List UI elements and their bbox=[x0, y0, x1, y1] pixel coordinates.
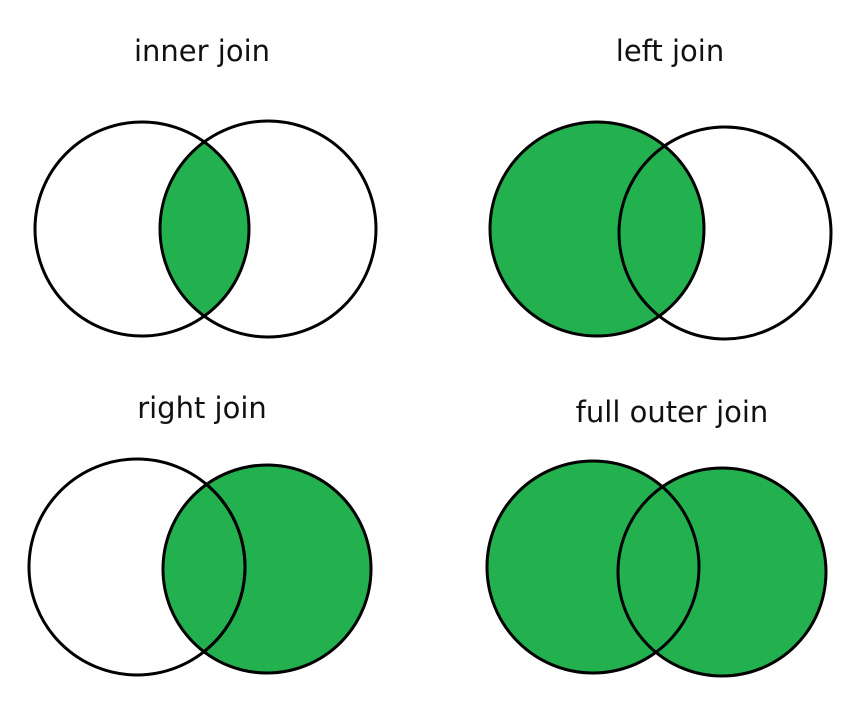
left-join-title: left join bbox=[616, 34, 724, 68]
left-set-circle bbox=[488, 120, 706, 338]
inner-join-diagram: inner join bbox=[33, 34, 378, 339]
inner-join-title: inner join bbox=[134, 34, 270, 68]
right-set-fill bbox=[618, 468, 826, 676]
left-set-fill bbox=[490, 122, 704, 336]
right-set-circle bbox=[158, 119, 378, 339]
right-set-fill bbox=[163, 465, 371, 673]
right-set-circle bbox=[161, 463, 373, 675]
left-set-circle bbox=[33, 120, 251, 338]
right-join-diagram: right join bbox=[27, 391, 373, 677]
right-set-circle bbox=[617, 125, 833, 341]
left-set-circle bbox=[485, 459, 701, 675]
right-join-title: right join bbox=[137, 391, 267, 425]
full-outer-join-title: full outer join bbox=[576, 395, 769, 429]
full-outer-join-diagram: full outer join bbox=[485, 395, 828, 678]
intersection-fill bbox=[160, 122, 249, 336]
left-set-circle bbox=[27, 457, 247, 677]
left-join-diagram: left join bbox=[488, 34, 833, 341]
right-set-circle bbox=[616, 466, 828, 678]
